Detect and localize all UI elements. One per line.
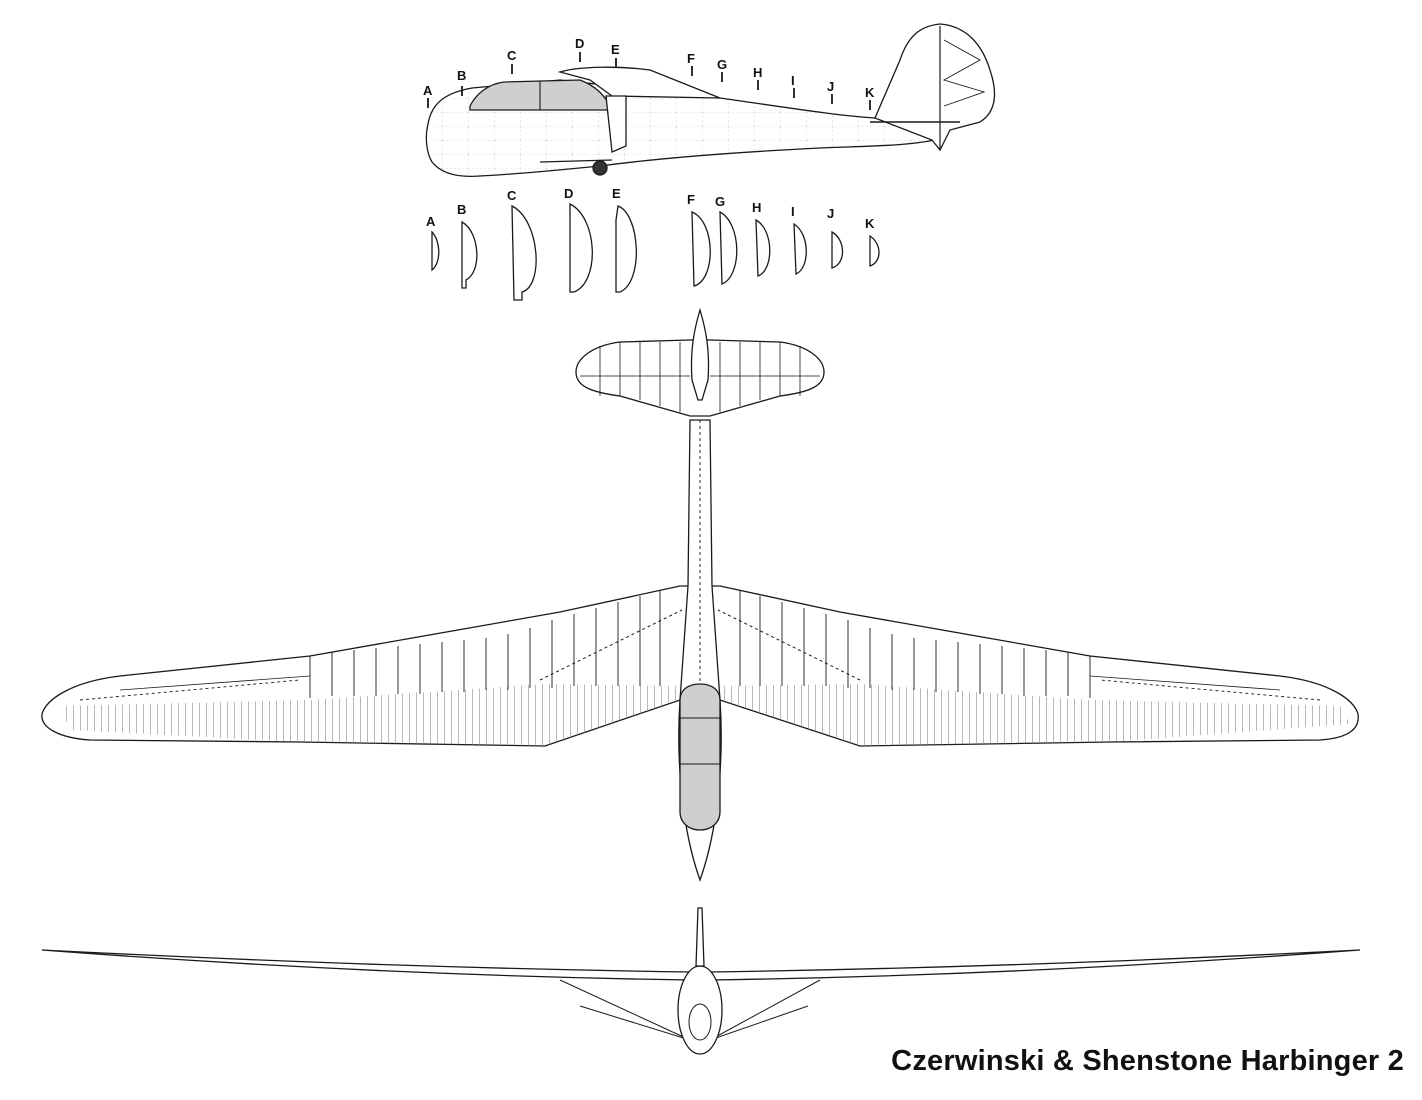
section-label-c: C xyxy=(507,188,517,203)
section-label-d: D xyxy=(564,186,573,201)
section-i xyxy=(793,222,807,275)
section-label-a: A xyxy=(426,214,436,229)
section-g xyxy=(719,210,738,285)
section-label-g: G xyxy=(715,194,725,209)
station-label-c: C xyxy=(507,48,517,63)
side-station-labels: A B C D E F G H I J K xyxy=(423,36,875,100)
section-label-f: F xyxy=(687,192,695,207)
front-view xyxy=(41,907,1361,1055)
station-label-f: F xyxy=(687,51,695,66)
station-label-d: D xyxy=(575,36,584,51)
section-e xyxy=(615,205,637,293)
plan-view xyxy=(41,307,1359,882)
station-label-e: E xyxy=(611,42,620,57)
station-label-j: J xyxy=(827,79,834,94)
section-label-j: J xyxy=(827,206,834,221)
drawing-title: Czerwinski & Shenstone Harbinger 2 xyxy=(891,1045,1404,1077)
plan-fin xyxy=(690,307,710,401)
section-h xyxy=(755,218,771,277)
section-label-b: B xyxy=(457,202,466,217)
side-canopy xyxy=(469,79,613,111)
side-strut xyxy=(605,95,627,153)
station-label-g: G xyxy=(717,57,727,72)
station-label-b: B xyxy=(457,68,466,83)
station-label-h: H xyxy=(753,65,762,80)
plan-canopy xyxy=(679,683,721,831)
side-view xyxy=(425,23,996,178)
section-label-h: H xyxy=(752,200,761,215)
section-c xyxy=(511,204,537,301)
section-labels: A B C D E F G H I J K xyxy=(426,186,875,231)
section-label-e: E xyxy=(612,186,621,201)
section-a xyxy=(431,230,440,272)
section-j xyxy=(831,230,844,269)
side-wing-root xyxy=(557,66,721,99)
section-label-k: K xyxy=(865,216,875,231)
section-b xyxy=(461,220,478,289)
fuselage-sections xyxy=(431,202,880,301)
station-label-a: A xyxy=(423,83,433,98)
section-d xyxy=(569,202,593,293)
section-f xyxy=(691,211,711,287)
side-skid xyxy=(539,159,613,163)
section-label-i: I xyxy=(791,204,795,219)
front-fin xyxy=(695,907,705,967)
side-fin xyxy=(874,23,996,152)
side-wheel xyxy=(592,160,608,176)
station-label-k: K xyxy=(865,85,875,100)
front-struts xyxy=(559,979,821,1041)
section-k xyxy=(869,234,880,267)
station-label-i: I xyxy=(791,73,795,88)
